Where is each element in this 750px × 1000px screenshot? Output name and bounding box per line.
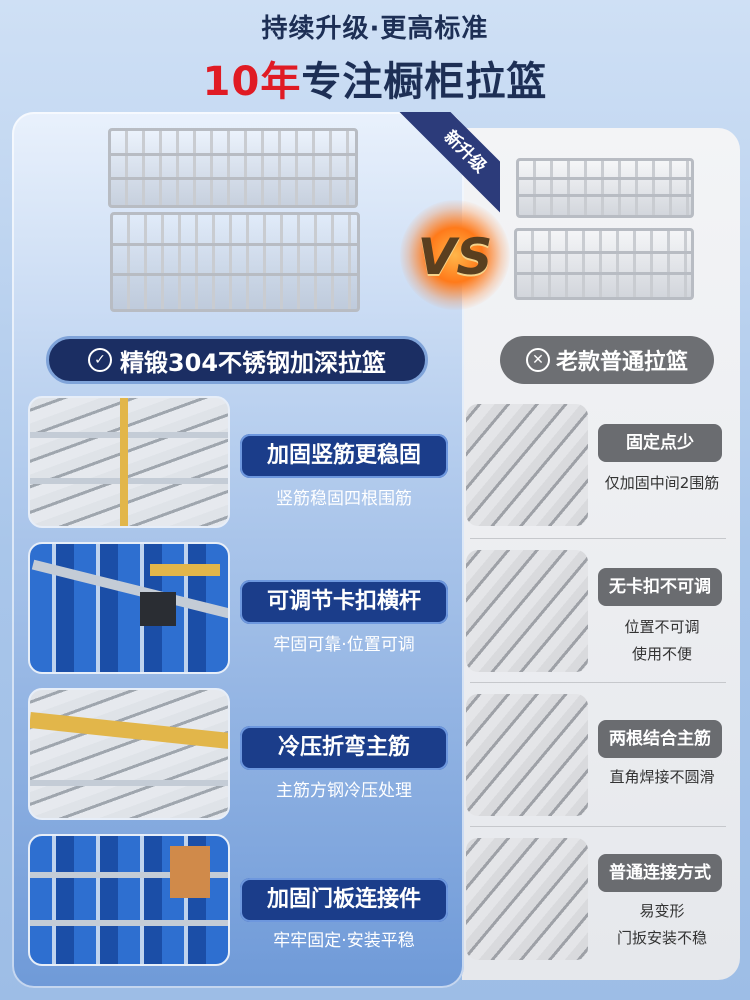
new-basket-bottom-image [110, 212, 360, 312]
new-basket-label: 精锻304不锈钢加深拉篮 [119, 348, 387, 377]
title-rest: 专注橱柜拉篮 [301, 59, 548, 105]
old-feature-4-title: 普通连接方式 [598, 854, 722, 892]
feature-2-desc: 牢固可靠·位置可调 [273, 635, 415, 655]
header-title: 10年专注橱柜拉篮 [0, 49, 750, 107]
old-feature-3-desc: 直角焊接不圆滑 [609, 768, 715, 786]
feature-1-desc: 竖筋稳固四根围筋 [276, 489, 412, 509]
vs-emblem: VS [400, 200, 510, 310]
header: 持续升级·更高标准 10年专注橱柜拉篮 [0, 8, 750, 107]
old-basket-top-image [516, 158, 694, 218]
check-circle-icon: ✓ [87, 348, 112, 372]
old-basket-label: 老款普通拉篮 [555, 350, 688, 375]
old-divider-1 [470, 538, 726, 539]
x-circle-icon: ✕ [525, 348, 550, 372]
vs-text: VS [417, 228, 493, 286]
old-basket-badge: ✕ 老款普通拉篮 [500, 336, 714, 384]
header-subtitle: 持续升级·更高标准 [261, 14, 489, 44]
feature-1-image [28, 396, 230, 528]
old-feature-2-desc-1: 位置不可调 [624, 618, 700, 636]
old-feature-1-title: 固定点少 [598, 424, 722, 462]
feature-3-desc: 主筋方钢冷压处理 [276, 781, 412, 801]
old-feature-2-image [466, 550, 588, 672]
feature-4-image [28, 834, 230, 966]
old-feature-3-image [466, 694, 588, 816]
old-feature-1-image [466, 404, 588, 526]
new-basket-top-image [108, 128, 358, 208]
feature-4-desc: 牢牢固定·安装平稳 [273, 931, 415, 951]
old-feature-3-title: 两根结合主筋 [598, 720, 722, 758]
old-feature-1-desc: 仅加固中间2围筋 [604, 474, 720, 492]
title-accent: 10年 [202, 59, 302, 105]
old-feature-2-desc-2: 使用不便 [631, 645, 692, 663]
old-divider-3 [470, 826, 726, 827]
feature-3-title: 冷压折弯主筋 [240, 726, 448, 770]
old-feature-4-image [466, 838, 588, 960]
old-feature-2-title: 无卡扣不可调 [598, 568, 722, 606]
feature-1-title: 加固竖筋更稳固 [240, 434, 448, 478]
old-divider-2 [470, 682, 726, 683]
new-basket-badge: ✓ 精锻304不锈钢加深拉篮 [46, 336, 428, 384]
old-feature-4-desc-1: 易变形 [639, 902, 685, 920]
old-basket-bottom-image [514, 228, 694, 300]
old-feature-4-desc-2: 门扳安装不稳 [616, 929, 707, 947]
feature-3-image [28, 688, 230, 820]
feature-4-title: 加固门板连接件 [240, 878, 448, 922]
feature-2-image [28, 542, 230, 674]
feature-2-title: 可调节卡扣横杆 [240, 580, 448, 624]
